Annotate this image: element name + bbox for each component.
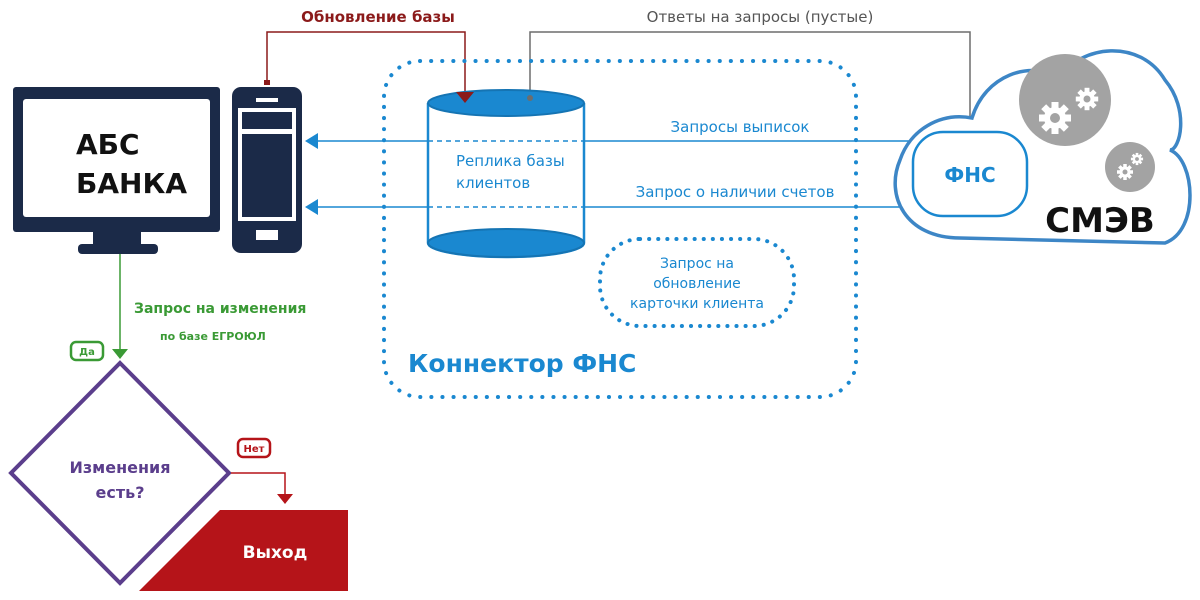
fns-label: ФНС bbox=[944, 163, 995, 187]
update-card-line3: карточки клиента bbox=[630, 296, 764, 312]
yes-badge bbox=[69, 340, 105, 362]
fns-box bbox=[911, 130, 1029, 218]
update-card-line1: Запрос на bbox=[660, 256, 734, 272]
gear-icon bbox=[1039, 102, 1071, 134]
change-request-arrowhead bbox=[112, 349, 128, 359]
no-arrowhead bbox=[277, 494, 293, 504]
exit-label: Выход bbox=[243, 543, 308, 563]
no-connector bbox=[231, 472, 286, 495]
accounts-request-arrow bbox=[305, 199, 920, 215]
change-request-line2: по базе ЕГРОЮЛ bbox=[160, 330, 266, 343]
statements-request-label: Запросы выписок bbox=[671, 118, 810, 136]
abs-label-line1: АБС bbox=[76, 128, 140, 161]
gear-icon bbox=[1130, 152, 1144, 166]
changes-decision-diamond bbox=[8, 360, 232, 586]
no-label: Нет bbox=[244, 444, 265, 455]
abs-label-line2: БАНКА bbox=[76, 167, 187, 200]
gear-icon bbox=[1117, 164, 1133, 180]
empty-responses-label: Ответы на запросы (пустые) bbox=[647, 8, 874, 26]
decision-line2: есть? bbox=[95, 483, 144, 502]
db-update-connector bbox=[266, 31, 466, 92]
exit-block bbox=[139, 510, 348, 591]
gear-icon bbox=[1075, 87, 1099, 111]
db-update-arrowhead bbox=[456, 92, 474, 103]
accounts-request-label: Запрос о наличии счетов bbox=[636, 183, 835, 201]
connector-fns-frame bbox=[382, 59, 858, 399]
update-card-frame bbox=[598, 237, 796, 328]
db-update-start-marker bbox=[264, 80, 270, 85]
yes-label: Да bbox=[79, 347, 95, 358]
decision-line1: Изменения bbox=[69, 458, 170, 477]
change-request-line1: Запрос на изменения bbox=[134, 301, 306, 317]
smev-label: СМЭВ bbox=[1045, 201, 1155, 241]
mobile-phone-icon bbox=[232, 87, 302, 253]
db-update-label: Обновление базы bbox=[301, 8, 455, 26]
statements-request-arrow bbox=[305, 133, 920, 149]
update-card-line2: обновление bbox=[653, 276, 741, 292]
no-badge bbox=[236, 437, 272, 459]
abs-bank-monitor: АБС БАНКА bbox=[13, 87, 220, 254]
replica-label-line1: Реплика базы bbox=[456, 152, 565, 170]
large-gears-icon bbox=[1019, 54, 1111, 146]
responses-connector bbox=[529, 31, 971, 120]
replica-label-line2: клиентов bbox=[456, 174, 530, 192]
connector-title: Коннектор ФНС bbox=[408, 349, 636, 378]
